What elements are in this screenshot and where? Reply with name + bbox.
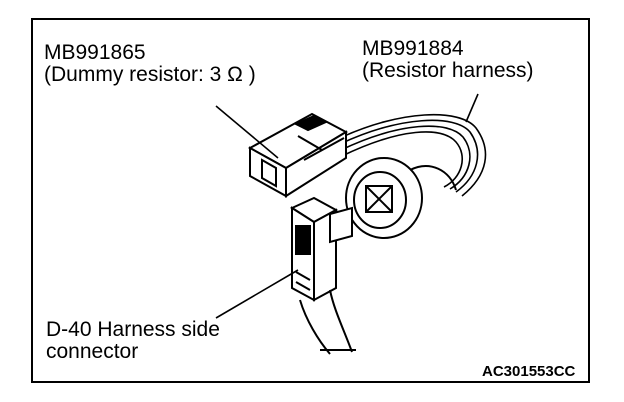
leader-lines [215, 93, 479, 319]
figure-code: AC301553CC [482, 363, 576, 380]
harness-part-number: MB991884 [362, 37, 464, 60]
harness-wires [339, 113, 487, 197]
harness-description: (Resistor harness) [362, 59, 534, 82]
connector-label-line2: connector [46, 340, 139, 363]
connector-label-line1: D-40 Harness side [46, 318, 220, 341]
figure-frame [31, 18, 590, 383]
resistor-part-number: MB991865 [44, 41, 146, 64]
resistor-description: (Dummy resistor: 3 Ω ) [44, 63, 256, 86]
resistor-harness-icon [345, 157, 457, 239]
dummy-resistor-icon [247, 112, 349, 198]
harness-side-connector-icon [289, 196, 356, 355]
